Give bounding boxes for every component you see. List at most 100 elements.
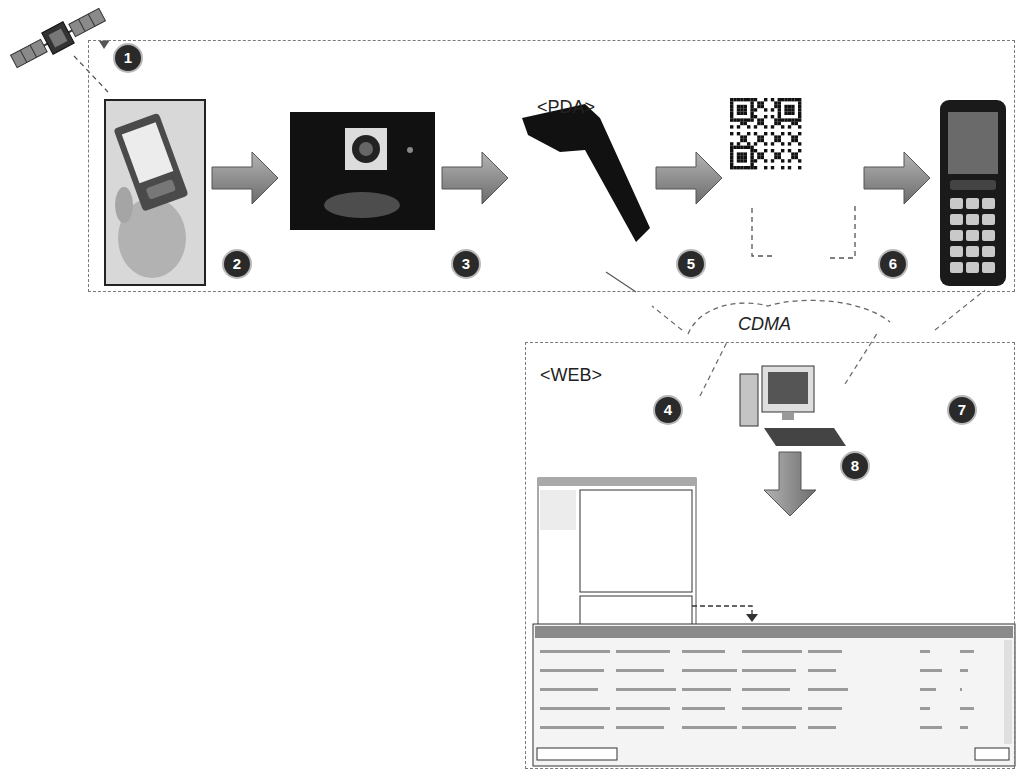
table-row-mark xyxy=(960,726,968,729)
qr-module xyxy=(795,139,798,142)
signal-line xyxy=(74,56,108,92)
qr-module xyxy=(747,125,750,128)
qr-module xyxy=(730,98,733,101)
qr-module xyxy=(761,101,764,104)
computer-icon xyxy=(782,412,794,420)
qr-module xyxy=(737,146,740,149)
qr-module xyxy=(757,156,760,159)
data-table xyxy=(535,626,1013,638)
qr-module xyxy=(750,105,753,108)
qr-module xyxy=(730,163,733,166)
phone-key xyxy=(966,246,979,257)
qr-module xyxy=(764,132,767,135)
callout-number: 7 xyxy=(947,395,977,425)
qr-module xyxy=(788,118,791,121)
qr-module xyxy=(730,166,733,169)
mobile-phone xyxy=(950,180,996,190)
table-row-mark xyxy=(616,707,670,710)
flow-arrow xyxy=(864,152,930,204)
qr-module xyxy=(774,152,777,155)
satellite-icon xyxy=(42,22,74,54)
qr-module xyxy=(778,101,781,104)
leader-line xyxy=(692,606,752,616)
mobile-phone xyxy=(940,100,1006,286)
pda-photo xyxy=(122,122,174,183)
qr-module xyxy=(791,122,794,125)
qr-module xyxy=(771,115,774,118)
qr-module xyxy=(791,108,794,111)
data-table xyxy=(975,748,1009,760)
qr-module xyxy=(754,149,757,152)
qr-module xyxy=(737,132,740,135)
qr-module xyxy=(744,152,747,155)
qr-module xyxy=(737,156,740,159)
qr-module xyxy=(764,108,767,111)
qr-module xyxy=(784,105,787,108)
table-row-mark xyxy=(742,688,790,691)
table-row-mark xyxy=(808,707,842,710)
satellite-icon xyxy=(30,45,37,57)
table-row-mark xyxy=(742,669,796,672)
satellite-icon xyxy=(20,50,27,62)
pda-photo xyxy=(113,113,188,212)
qr-module xyxy=(750,108,753,111)
phone-key xyxy=(966,198,979,209)
qr-module xyxy=(798,108,801,111)
qr-module xyxy=(740,159,743,162)
qr-module xyxy=(754,159,757,162)
qr-module xyxy=(778,152,781,155)
qr-module xyxy=(774,122,777,125)
mobile-phone xyxy=(948,112,998,174)
qr-module xyxy=(771,98,774,101)
qr-module xyxy=(795,122,798,125)
table-row-mark xyxy=(616,726,664,729)
qr-module xyxy=(744,146,747,149)
phone-key xyxy=(982,246,995,257)
link-line xyxy=(845,332,878,384)
satellite-icon xyxy=(49,29,68,48)
qr-module xyxy=(733,118,736,121)
qr-module xyxy=(747,118,750,121)
table-row-mark xyxy=(920,650,930,653)
qr-module xyxy=(747,166,750,169)
qr-module xyxy=(791,139,794,142)
qr-code xyxy=(727,95,804,172)
computer-icon xyxy=(764,428,846,446)
qr-module xyxy=(730,159,733,162)
qr-module xyxy=(795,152,798,155)
qr-module xyxy=(788,149,791,152)
table-row-mark xyxy=(742,707,802,710)
qr-module xyxy=(730,125,733,128)
qr-module xyxy=(757,152,760,155)
qr-module xyxy=(744,108,747,111)
qr-module xyxy=(740,108,743,111)
qr-module xyxy=(730,132,733,135)
satellite-icon xyxy=(79,19,86,31)
qr-module xyxy=(788,105,791,108)
qr-module xyxy=(774,105,777,108)
qr-module xyxy=(740,122,743,125)
table-row-mark xyxy=(682,688,731,691)
qr-module xyxy=(798,125,801,128)
computer-icon xyxy=(740,374,758,426)
flow-arrow xyxy=(442,152,508,204)
link-line xyxy=(935,290,985,330)
qr-module xyxy=(744,118,747,121)
qr-module xyxy=(761,122,764,125)
table-row-mark xyxy=(920,688,936,691)
qr-module xyxy=(744,98,747,101)
qr-module xyxy=(744,139,747,142)
table-row-mark xyxy=(960,669,968,672)
qr-module xyxy=(747,146,750,149)
qr-module xyxy=(757,105,760,108)
qr-module xyxy=(788,166,791,169)
qr-module xyxy=(737,112,740,115)
qr-module xyxy=(754,142,757,145)
callout-number: 4 xyxy=(653,395,683,425)
pda-photo xyxy=(105,100,205,285)
qr-module xyxy=(798,159,801,162)
qr-module xyxy=(757,122,760,125)
camera-photo xyxy=(345,128,387,170)
